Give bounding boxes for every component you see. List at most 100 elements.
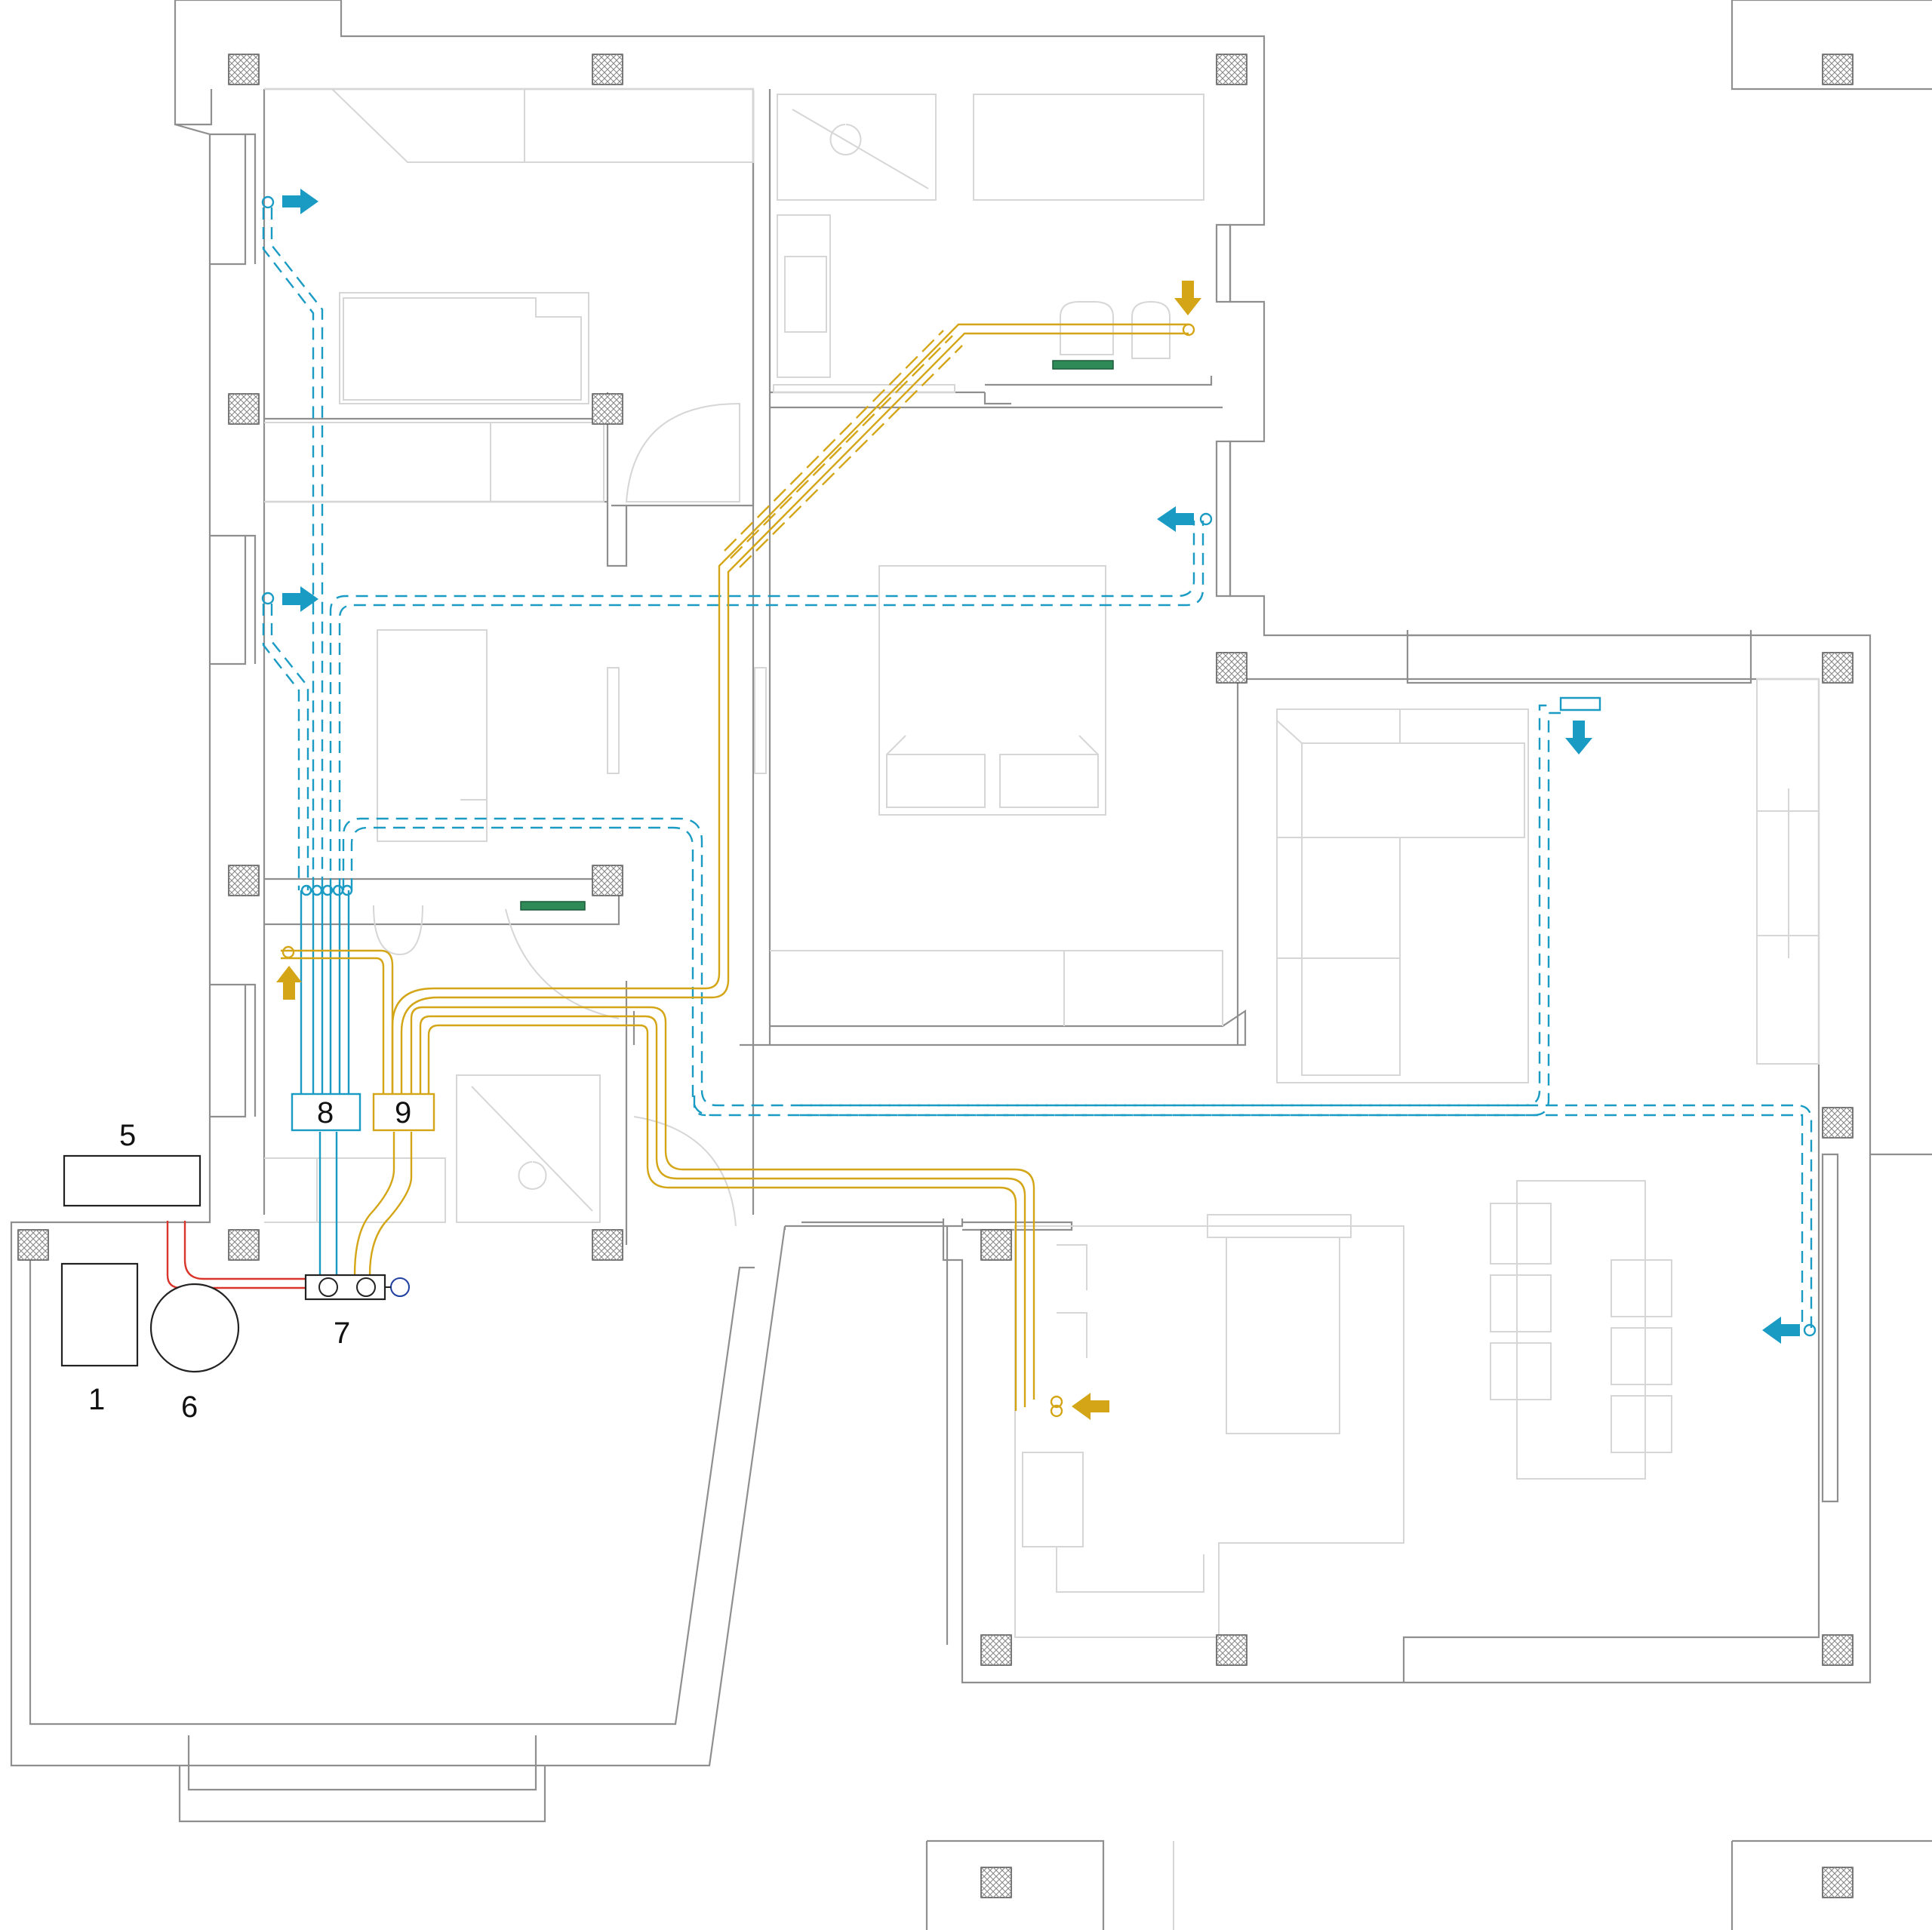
walls [10, 0, 1932, 1930]
inner-wall-left-bottom [29, 1241, 755, 1726]
column [228, 865, 260, 896]
riser-cap [341, 884, 353, 896]
sliding-door-bedroom-2 [607, 667, 767, 774]
dining-table [1490, 1180, 1672, 1480]
column [1216, 652, 1247, 684]
window-frames-left [210, 133, 257, 1118]
arrow-icon-blue [1565, 721, 1592, 754]
flow-arrows [276, 189, 1800, 1420]
extract-box-9-to-manifold [353, 1132, 413, 1276]
column [980, 1867, 1012, 1898]
column [1216, 54, 1247, 85]
bed-top-left [339, 292, 589, 404]
extract-duct-wc [281, 949, 394, 1098]
supply-ducts [261, 195, 1817, 1337]
column [228, 54, 260, 85]
arrow-icon-blue [1157, 506, 1194, 532]
hallway-partitions [768, 1026, 1073, 1645]
supply-duct-bedroom-1 [262, 207, 315, 890]
extract-duct-wc-b [281, 957, 385, 1098]
unit-6-tank [149, 1283, 240, 1373]
arrow-icon-yellow [1072, 1393, 1109, 1420]
supply-duct-bedroom-3-b [338, 521, 1204, 890]
grille-icon-green [1052, 360, 1114, 370]
riser-cap [300, 884, 312, 896]
column [1822, 54, 1854, 85]
extract-terminal [1050, 1404, 1063, 1418]
arrow-icon-yellow [1174, 281, 1201, 315]
supply-duct-dining [693, 1096, 1813, 1328]
riser-cap [311, 884, 323, 896]
desk-bedroom-2 [377, 629, 488, 842]
extract-duct-kitchen [410, 1006, 1035, 1400]
label-9: 9 [395, 1096, 411, 1129]
column [228, 393, 260, 425]
supply-duct-bedroom-2 [262, 604, 300, 890]
extract-duct-insulation [724, 330, 963, 568]
extract-duct-bathroom-top [391, 323, 1189, 1098]
supply-risers-to-box-8 [300, 890, 350, 1098]
supply-terminal [261, 592, 275, 605]
extract-duct-kitchen-b [419, 1015, 1026, 1407]
supply-duct-bedroom-1-b [270, 207, 324, 890]
extract-terminal [1182, 323, 1195, 337]
column [17, 1229, 49, 1261]
column [592, 1229, 623, 1261]
extract-terminal [1050, 1395, 1063, 1409]
kitchen-counter [1014, 1214, 1404, 1638]
extract-duct-bathroom-top-b [400, 332, 1189, 1098]
shelf-row [264, 422, 605, 502]
extract-duct-kitchen-c [427, 1024, 1017, 1411]
column [1822, 1634, 1854, 1666]
column [980, 1634, 1012, 1666]
supply-duct-bedroom-2-b [270, 604, 309, 890]
supply-box-8 [291, 1093, 361, 1132]
column [1822, 1867, 1854, 1898]
furniture [264, 88, 1820, 1930]
riser-cap [321, 884, 334, 896]
equipment [60, 1093, 435, 1373]
column [1216, 1634, 1247, 1666]
label-7: 7 [334, 1317, 350, 1350]
supply-duct-dining-b [800, 1114, 1804, 1328]
supply-duct-bedroom-3 [329, 521, 1195, 890]
manifold-port-outlet [390, 1277, 410, 1297]
manifold-port [318, 1277, 338, 1297]
supply-terminal [1803, 1323, 1817, 1337]
supply-terminal [261, 195, 275, 209]
riser-cap [332, 884, 344, 896]
wardrobe-bedroom-3 [770, 950, 1223, 1026]
column [592, 393, 623, 425]
extract-ducts [281, 323, 1195, 1418]
extract-terminal [281, 945, 295, 959]
outer-wall-left [10, 0, 786, 1767]
arrow-icon-blue [1762, 1317, 1800, 1344]
arrow-icon-blue [282, 189, 318, 214]
bathroom-fixtures [773, 94, 1204, 393]
bed-bedroom-3 [878, 565, 1106, 816]
column [228, 1229, 260, 1261]
sofa-living [1276, 708, 1529, 1083]
supply-terminal [1199, 512, 1213, 526]
column [592, 54, 623, 85]
arrow-icon-blue [282, 586, 318, 612]
outer-wall-top [175, 0, 1932, 1156]
column [592, 865, 623, 896]
label-1: 1 [88, 1383, 105, 1416]
wardrobe-top-left [264, 88, 754, 163]
labels: 5 1 6 7 8 9 [88, 1096, 411, 1424]
column [1822, 1107, 1854, 1139]
label-8: 8 [317, 1096, 334, 1129]
supply-diffuser-living [1559, 696, 1601, 711]
supply-box-8-to-manifold [318, 1132, 338, 1275]
unit-1-box [60, 1262, 139, 1367]
supply-duct-living-1-b [350, 711, 1561, 1117]
tv-unit [1756, 678, 1820, 1065]
grille-icon-green [520, 901, 586, 911]
balcony-bottom [178, 1735, 546, 1823]
unit-5-box [63, 1154, 202, 1207]
bathroom-bottom [264, 905, 1174, 1930]
window-top-right [1406, 630, 1752, 684]
building-outline-right [925, 0, 1932, 1930]
